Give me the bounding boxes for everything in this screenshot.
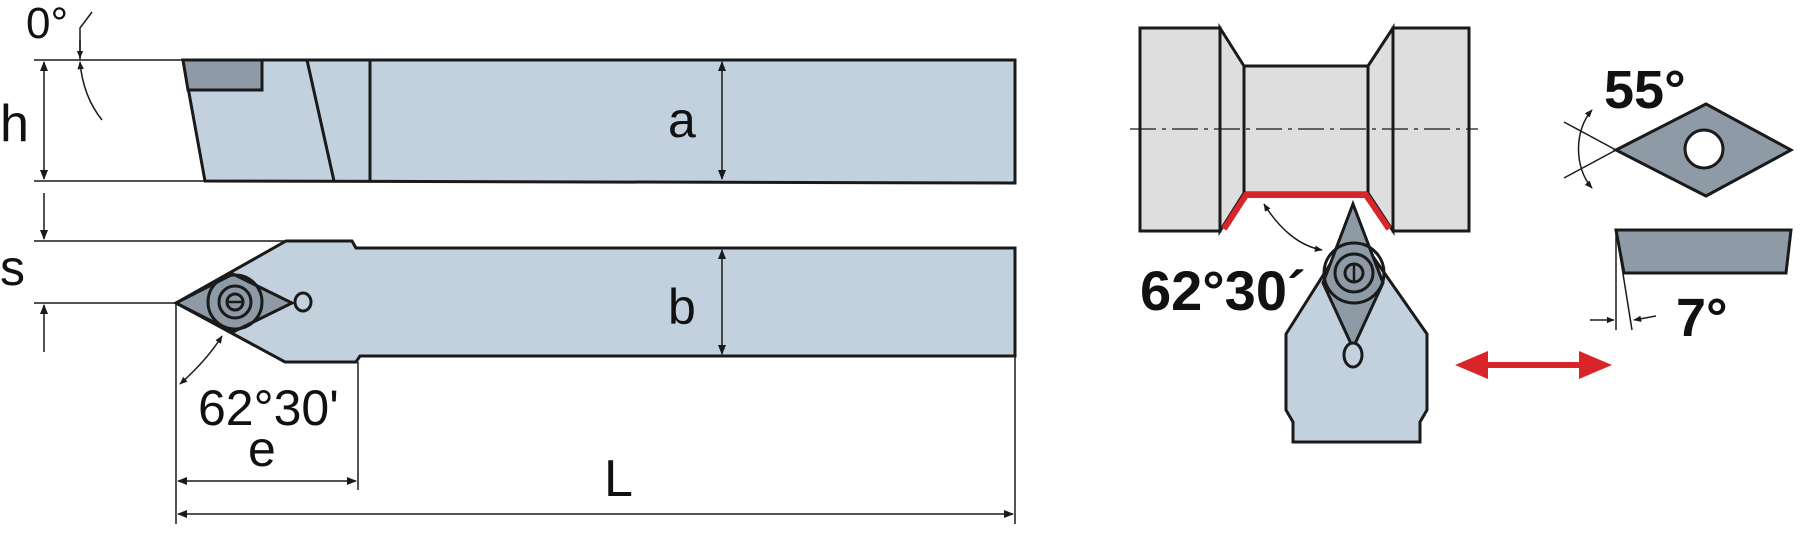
side-view [181, 58, 1017, 185]
L-label: L [604, 450, 633, 508]
insert-55-angle [1563, 109, 1617, 189]
left-angle-label: 62°30' [198, 380, 339, 436]
cut-profile [1221, 192, 1392, 231]
angle-7-label: 7° [1676, 288, 1728, 348]
insert-7-view [1614, 228, 1793, 275]
s-dimension [34, 193, 286, 352]
e-L-dimensions [175, 303, 1016, 524]
top-view-shank [172, 239, 1017, 364]
b-label: b [668, 279, 696, 335]
side-view-shank [181, 58, 1017, 185]
side-view-insert [181, 58, 264, 92]
right-clamp-screw [1322, 241, 1386, 369]
right-tool-holder [1284, 199, 1429, 444]
right-angle-arc [1263, 203, 1323, 252]
s-label: s [0, 240, 25, 296]
insert-55-view [1612, 102, 1795, 198]
top-view-clamp-screw [206, 273, 313, 331]
a-label: a [668, 92, 696, 148]
right-angle-label: 62°30´ [1140, 259, 1306, 322]
insert-7-angle [1590, 229, 1657, 331]
h-label: h [0, 95, 29, 153]
h-dimension [34, 11, 205, 182]
e-label: e [248, 421, 276, 477]
double-arrow-icon [1455, 351, 1612, 379]
angle-55-label: 55° [1604, 60, 1686, 120]
zero-angle-label: 0° [26, 0, 68, 48]
left-angle-arc [179, 335, 223, 385]
